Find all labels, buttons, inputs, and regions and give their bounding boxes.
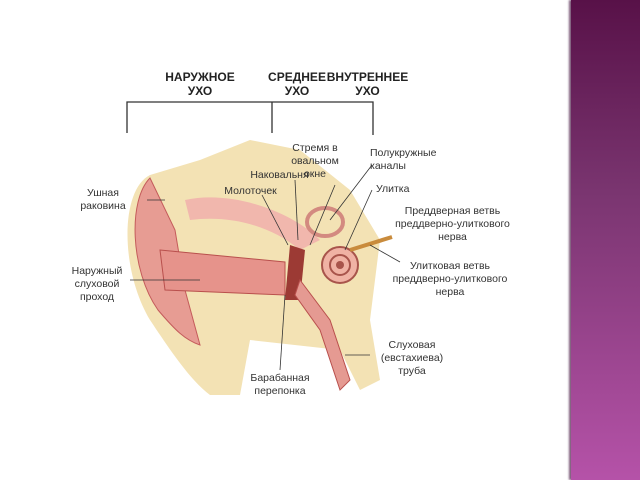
header-outer-ear: НАРУЖНОЕ УХО xyxy=(165,70,235,98)
label-incus: Наковальня xyxy=(250,169,309,181)
label-vestibular-branch: Преддверная ветвь преддверно-улиткового … xyxy=(395,205,510,243)
label-eardrum: Барабанная перепонка xyxy=(250,372,310,397)
label-cochlea: Улитка xyxy=(376,183,410,195)
decorative-sidebar xyxy=(571,0,640,480)
label-auricle: Ушная раковина xyxy=(80,187,126,212)
label-ear-canal: Наружный слуховой проход xyxy=(71,265,123,303)
label-malleus: Молоточек xyxy=(224,185,277,197)
section-brackets xyxy=(126,101,374,135)
header-middle-ear: СРЕДНЕЕ УХО xyxy=(268,70,326,98)
label-stapes: Стремя в овальном окне xyxy=(291,142,339,180)
leader-lines xyxy=(130,164,401,371)
label-eustachian-tube: Слуховая (евстахиева) труба xyxy=(380,339,444,377)
header-inner-ear: ВНУТРЕННЕЕ УХО xyxy=(326,70,409,98)
label-cochlear-branch: Улитковая ветвь преддверно-улиткового не… xyxy=(392,260,508,298)
label-semicircular-canals: Полукружные каналы xyxy=(370,147,437,172)
